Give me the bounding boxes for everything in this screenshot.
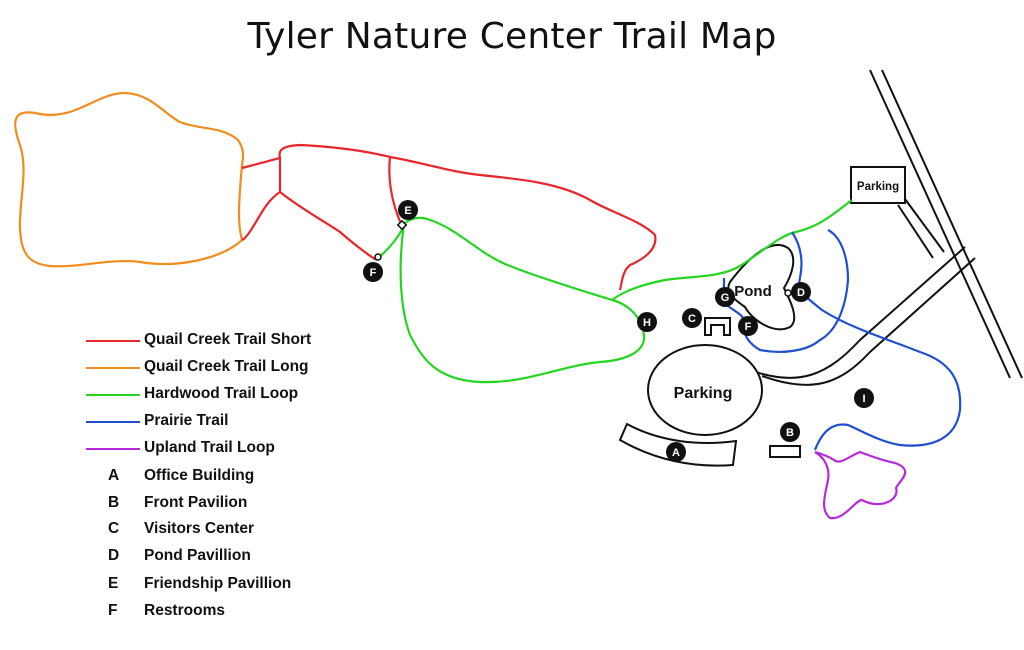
parking-top-lot — [850, 166, 906, 204]
map-title: Tyler Nature Center Trail Map — [247, 16, 777, 57]
legend-row-front-pavilion: B Front Pavilion — [86, 493, 386, 515]
legend-swatch-quail-long — [86, 367, 140, 369]
parking-connector-left — [897, 204, 934, 259]
legend-row-prairie: Prairie Trail — [86, 411, 386, 433]
legend-letter-e: E — [108, 575, 119, 592]
marker-c[interactable]: C — [682, 308, 702, 328]
legend-label-office: Office Building — [144, 467, 255, 484]
parking-top-label: Parking — [857, 181, 899, 193]
marker-e-label: E — [404, 205, 411, 217]
marker-h[interactable]: H — [637, 312, 657, 332]
legend-label-friendship-pavilion: Friendship Pavillion — [144, 575, 292, 592]
quail-creek-short-trail — [241, 143, 657, 291]
upland-trail-loop — [814, 450, 907, 520]
marker-g[interactable]: G — [715, 287, 735, 307]
marker-a-label: A — [672, 447, 680, 459]
marker-c-label: C — [688, 313, 696, 325]
legend-letter-a: A — [108, 467, 120, 484]
marker-h-label: H — [643, 317, 651, 329]
legend-row-office: A Office Building — [86, 466, 386, 488]
parking-connector-right — [904, 198, 945, 253]
marker-b[interactable]: B — [780, 422, 800, 442]
roads — [739, 69, 1023, 386]
legend-label-hardwood: Hardwood Trail Loop — [144, 385, 299, 402]
visitors-center — [704, 317, 731, 336]
legend-label-upland: Upland Trail Loop — [144, 439, 275, 456]
legend-row-hardwood: Hardwood Trail Loop — [86, 384, 386, 406]
legend-swatch-quail-short — [86, 340, 140, 342]
legend-label-pond-pavilion: Pond Pavillion — [144, 547, 251, 564]
legend-swatch-upland — [86, 448, 140, 450]
legend-label-visitors-center: Visitors Center — [144, 520, 254, 537]
legend-row-restrooms: F Restrooms — [86, 601, 386, 623]
legend-label-restrooms: Restrooms — [144, 602, 225, 619]
parking-main-lot — [647, 344, 763, 436]
legend-row-quail-long: Quail Creek Trail Long — [86, 357, 386, 379]
legend-swatch-prairie — [86, 421, 140, 423]
marker-f-west-label: F — [370, 267, 377, 279]
entrance-road-outer — [739, 246, 966, 379]
pond-pavilion-dot — [784, 289, 792, 297]
legend-letter-d: D — [108, 547, 120, 564]
marker-f-west[interactable]: F — [363, 262, 383, 282]
legend-label-quail-short: Quail Creek Trail Short — [144, 331, 312, 348]
structures — [618, 166, 906, 467]
marker-f-east[interactable]: F — [738, 316, 758, 336]
legend-row-visitors-center: C Visitors Center — [86, 519, 386, 541]
highway-right-edge — [881, 69, 1023, 379]
highway-left-edge — [869, 69, 1011, 379]
front-pavilion — [769, 445, 801, 458]
marker-e[interactable]: E — [398, 200, 418, 220]
legend-row-friendship-pavilion: E Friendship Pavillion — [86, 574, 386, 596]
marker-i[interactable]: I — [854, 388, 874, 408]
legend-label-prairie: Prairie Trail — [144, 412, 229, 429]
trail-junction-marker — [374, 253, 382, 261]
marker-d-label: D — [797, 287, 805, 299]
quail-creek-long-trail — [14, 91, 245, 268]
pond — [727, 244, 796, 331]
legend-swatch-hardwood — [86, 394, 140, 396]
marker-d[interactable]: D — [791, 282, 811, 302]
legend-label-front-pavilion: Front Pavilion — [144, 494, 248, 511]
legend-row-quail-short: Quail Creek Trail Short — [86, 330, 386, 352]
legend-row-upland: Upland Trail Loop — [86, 438, 386, 460]
legend-row-pond-pavilion: D Pond Pavillion — [86, 546, 386, 568]
legend-label-quail-long: Quail Creek Trail Long — [144, 358, 309, 375]
marker-g-label: G — [721, 292, 730, 304]
trail-bridge-marker — [396, 219, 408, 231]
parking-main-label: Parking — [674, 385, 733, 402]
marker-f-east-label: F — [745, 321, 752, 333]
marker-a[interactable]: A — [666, 442, 686, 462]
pond-label: Pond — [734, 283, 772, 300]
marker-i-label: I — [862, 393, 865, 405]
entrance-road-inner — [761, 257, 976, 386]
legend-letter-c: C — [108, 520, 120, 537]
legend-letter-b: B — [108, 494, 120, 511]
legend-letter-f: F — [108, 602, 118, 619]
marker-b-label: B — [786, 427, 794, 439]
